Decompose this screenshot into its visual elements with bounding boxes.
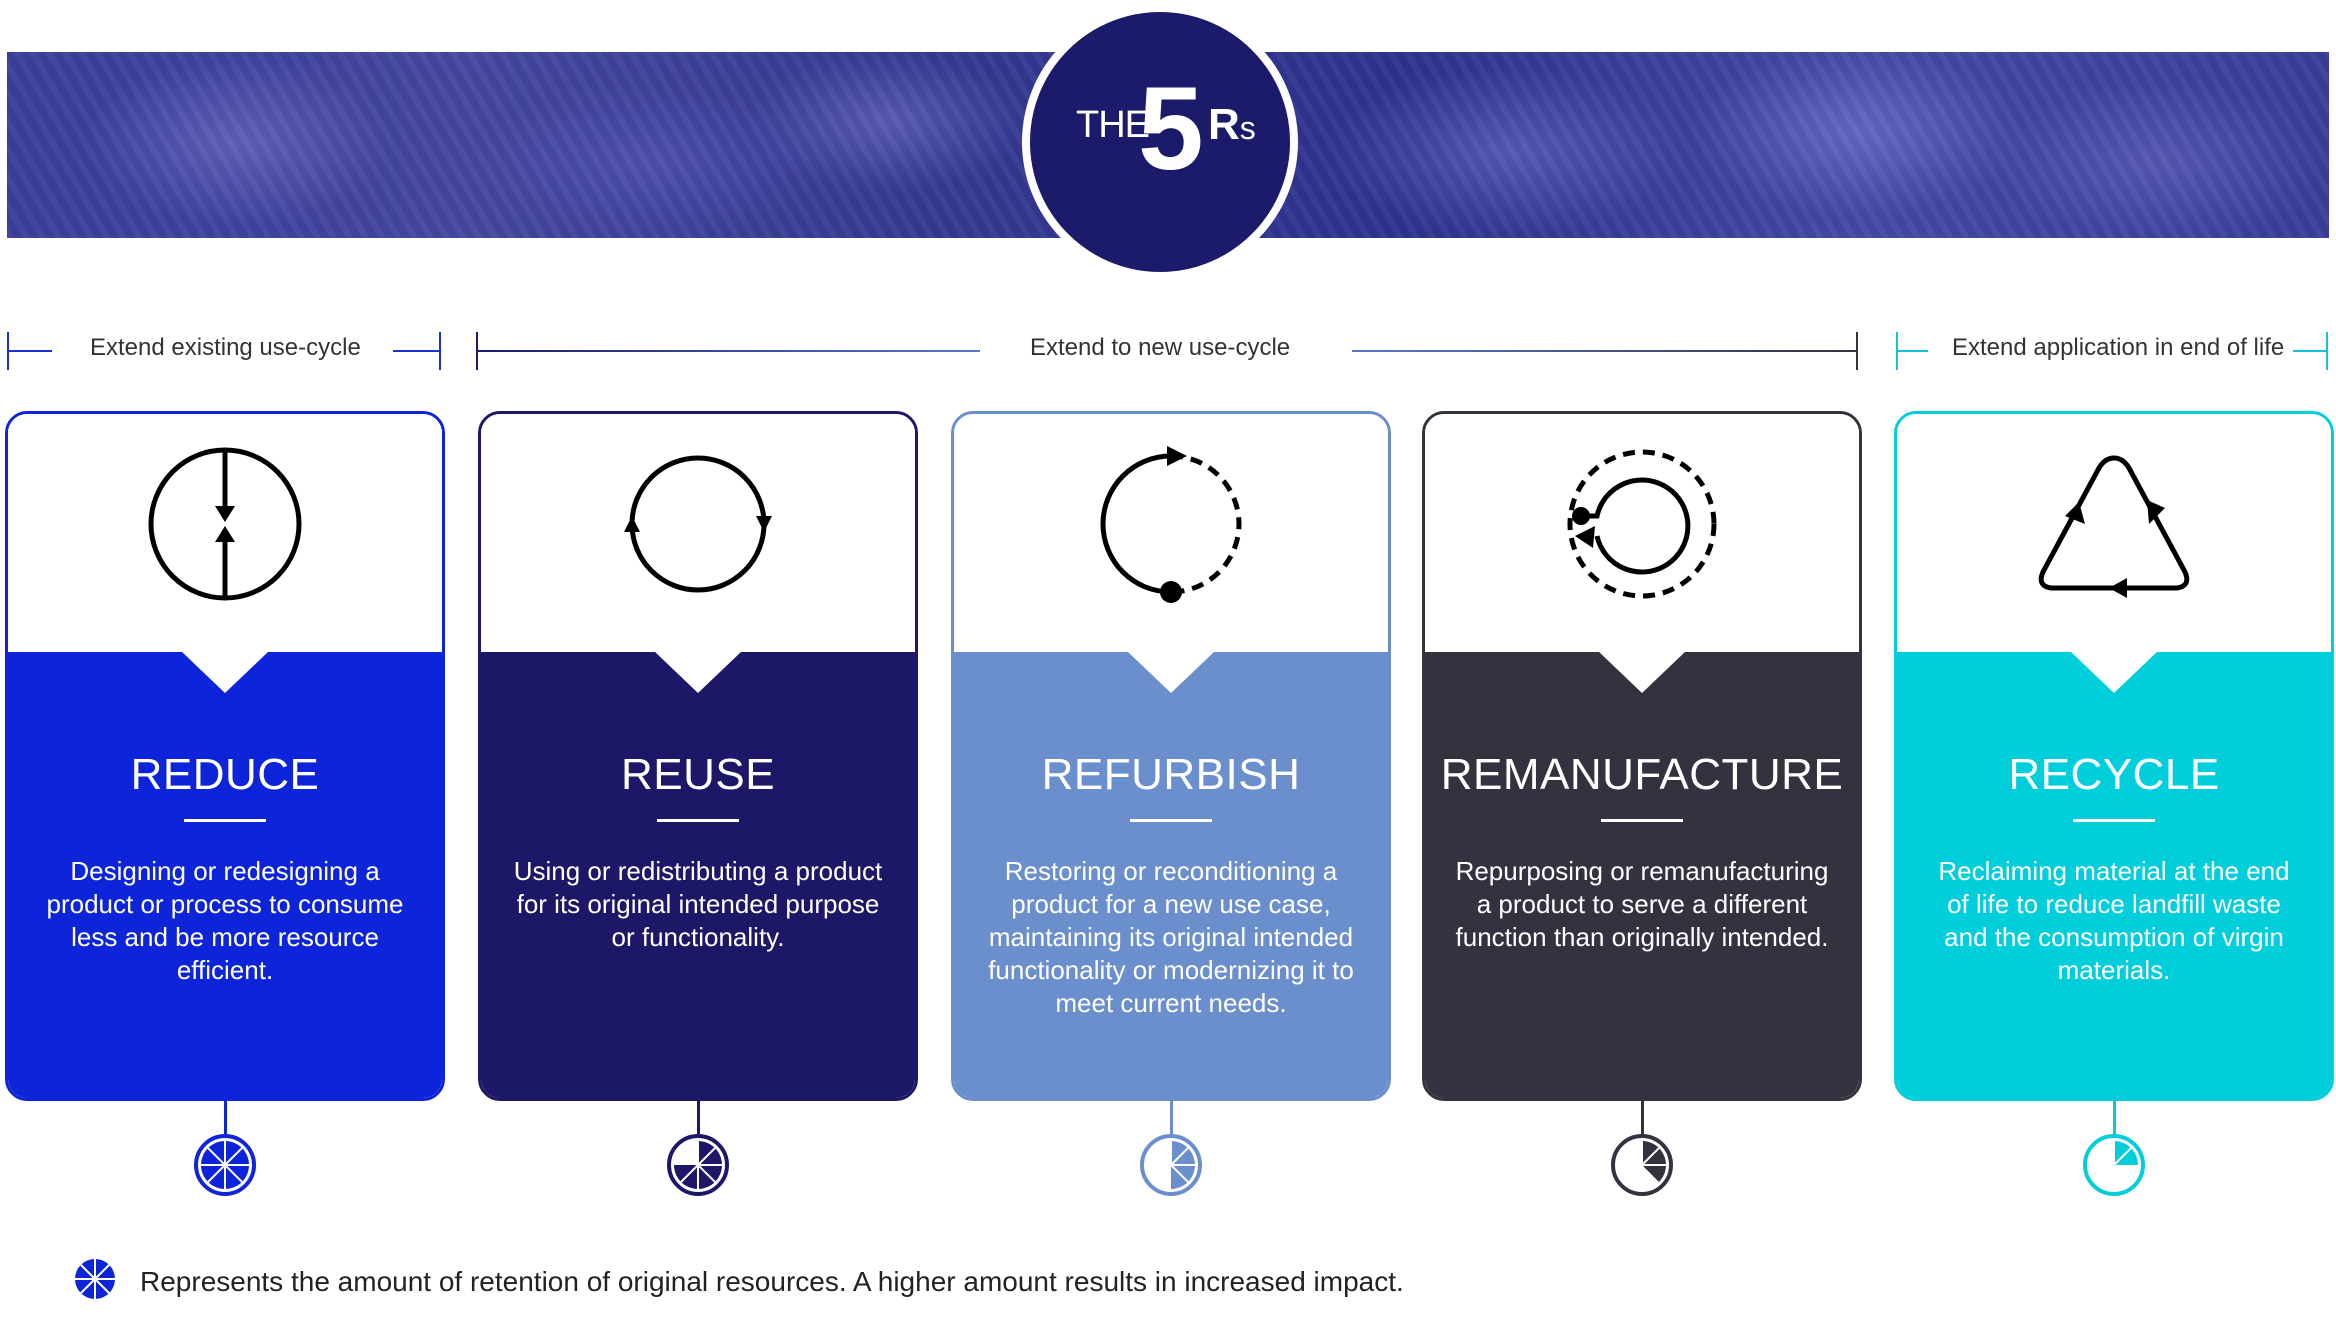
retention-pie-icon [1140, 1134, 1202, 1196]
card-connector [224, 1098, 227, 1134]
retention-pie-icon [1611, 1134, 1673, 1196]
range-line [2293, 350, 2326, 352]
card-body [1425, 652, 1859, 1098]
retention-pie-icon [667, 1134, 729, 1196]
card-icon-area [481, 414, 915, 652]
card-body [481, 652, 915, 1098]
card-divider [2073, 819, 2155, 822]
card-reduce: REDUCE Designing or redesigning a produc… [5, 411, 445, 1101]
legend-pie-icon [75, 1259, 115, 1299]
card-title: REFURBISH [1041, 750, 1301, 799]
card-recycle: RECYCLE Reclaiming material at the end o… [1894, 411, 2334, 1101]
range-tick [439, 332, 441, 370]
range-label-existing: Extend existing use-cycle [90, 334, 361, 361]
range-tick [2326, 332, 2328, 370]
card-description: Designing or redesigning a product or pr… [46, 856, 404, 985]
range-tick [1856, 332, 1858, 370]
title-the: THE [1076, 104, 1150, 146]
card-description: Reclaiming material at the end of life t… [1938, 856, 2290, 985]
card-body [1897, 652, 2331, 1098]
card-divider [184, 819, 266, 822]
card-body [954, 652, 1388, 1098]
range-line [393, 350, 441, 352]
converging-arrows-icon [145, 444, 305, 609]
card-connector [697, 1098, 700, 1134]
card-icon-area [954, 414, 1388, 652]
range-line [476, 350, 980, 352]
card-pointer [181, 651, 269, 693]
range-label-new: Extend to new use-cycle [1030, 334, 1291, 361]
card-pointer [1598, 651, 1686, 693]
card-remanufacture: REMANUFACTURE Repurposing or remanufactu… [1422, 411, 1862, 1101]
card-body [8, 652, 442, 1098]
title-rs: Rs [1208, 100, 1256, 149]
card-icon-area [1897, 414, 2331, 652]
card-divider [1130, 819, 1212, 822]
card-title: REMANUFACTURE [1440, 750, 1844, 799]
range-label-end-of-life: Extend application in end of life [1952, 334, 2285, 361]
title-five: 5 [1138, 63, 1204, 195]
card-description: Restoring or reconditioning a product fo… [988, 856, 1354, 1018]
range-line [7, 350, 52, 352]
dashed-cycle-icon [1557, 444, 1727, 609]
circular-arrows-icon [618, 444, 778, 609]
card-connector [1641, 1098, 1644, 1134]
legend-text: Represents the amount of retention of or… [140, 1266, 1404, 1297]
card-description: Repurposing or remanufacturing a product… [1455, 856, 1829, 952]
card-description: Using or redistributing a product for it… [513, 856, 883, 952]
title-badge: THE 5 Rs [1022, 4, 1298, 280]
retention-pie-icon [194, 1134, 256, 1196]
card-icon-area [1425, 414, 1859, 652]
card-title: REDUCE [130, 750, 320, 799]
range-line [1896, 350, 1928, 352]
card-icon-area [8, 414, 442, 652]
card-divider [1601, 819, 1683, 822]
card-connector [2113, 1098, 2116, 1134]
range-line [1352, 350, 1858, 352]
card-divider [657, 819, 739, 822]
card-refurbish: REFURBISH Restoring or reconditioning a … [951, 411, 1391, 1101]
card-reuse: REUSE Using or redistributing a product … [478, 411, 918, 1101]
recycle-triangle-icon [2029, 444, 2199, 609]
card-title: REUSE [620, 750, 776, 799]
card-pointer [2070, 651, 2158, 693]
card-connector [1170, 1098, 1173, 1134]
partial-cycle-icon [1091, 444, 1251, 609]
card-pointer [1127, 651, 1215, 693]
retention-pie-icon [2083, 1134, 2145, 1196]
card-title: RECYCLE [2008, 750, 2220, 799]
card-pointer [654, 651, 742, 693]
